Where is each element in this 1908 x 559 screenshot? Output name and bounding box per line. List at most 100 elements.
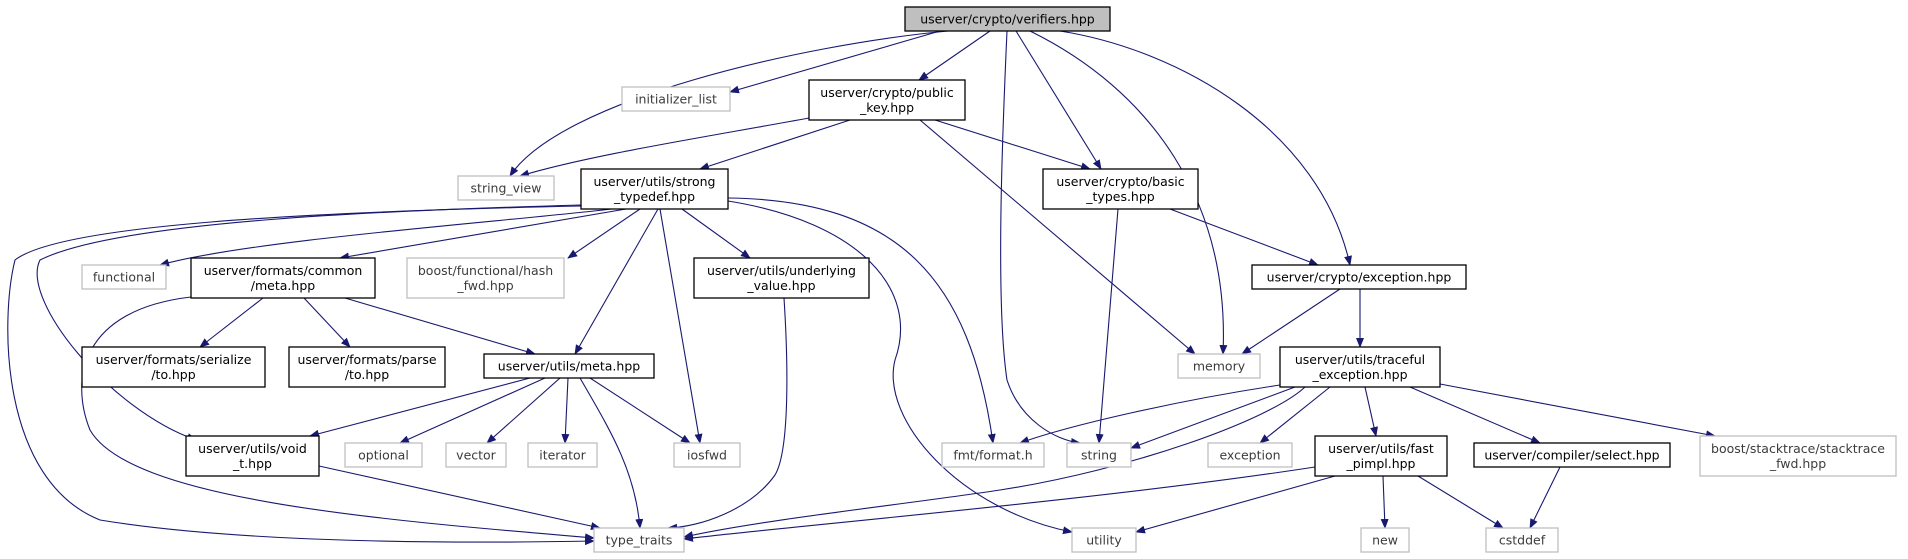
node-box	[406, 257, 565, 299]
node-vector: vector	[445, 442, 507, 468]
node-label: _value.hpp	[746, 278, 815, 293]
node-box	[904, 6, 1111, 32]
node-label: _typedef.hpp	[613, 189, 695, 204]
node-new: new	[1360, 527, 1410, 553]
node-label: iterator	[539, 448, 586, 463]
edge-fast_pimpl-to-type_traits	[683, 466, 1316, 542]
edge-strong_typedef-to-utility	[727, 200, 1073, 535]
edge-utils_meta-to-iosfwd	[589, 377, 691, 444]
node-box	[1071, 527, 1137, 553]
edge-compiler_select-to-cstddef	[1529, 466, 1561, 529]
edge-strong_typedef-to-type_traits	[7, 205, 595, 546]
node-label: userver/crypto/verifiers.hpp	[920, 12, 1095, 27]
node-label: /to.hpp	[151, 367, 195, 382]
node-compiler_select[interactable]: userver/compiler/select.hpp	[1473, 442, 1671, 468]
node-label: _exception.hpp	[1311, 367, 1407, 382]
node-label: userver/utils/traceful	[1295, 352, 1425, 367]
node-type_traits: type_traits	[593, 527, 685, 553]
node-box	[593, 527, 685, 553]
node-box	[1251, 264, 1467, 290]
edge-traceful_exception-to-compiler_select	[1409, 386, 1541, 444]
node-exception: exception	[1207, 442, 1293, 468]
edge-fast_pimpl-to-utility	[1135, 475, 1336, 534]
node-iosfwd: iosfwd	[673, 442, 741, 468]
node-box	[483, 353, 655, 379]
node-label: optional	[358, 448, 409, 463]
edge-utils_meta-to-vector	[486, 377, 561, 444]
node-basic_types[interactable]: userver/crypto/basic_types.hpp	[1042, 168, 1199, 210]
node-label: initializer_list	[635, 92, 717, 107]
node-label: boost/functional/hash	[418, 263, 553, 278]
edge-common_meta-to-type_traits	[81, 296, 595, 542]
edge-fast_pimpl-to-cstddef	[1417, 475, 1504, 529]
node-label: userver/formats/common	[204, 263, 363, 278]
edge-common_meta-to-parse_to	[303, 297, 351, 348]
edge-strong_typedef-to-iosfwd	[659, 208, 703, 444]
edge-verifiers-to-exception_hpp	[1059, 30, 1352, 266]
node-box	[621, 86, 731, 112]
node-box	[288, 346, 446, 388]
node-label: fmt/format.h	[953, 448, 1032, 463]
node-string_view: string_view	[457, 175, 555, 201]
edge-verifiers-to-memory	[1029, 30, 1228, 355]
node-box	[1279, 346, 1441, 388]
node-utils_meta[interactable]: userver/utils/meta.hpp	[483, 353, 655, 379]
node-label: _fwd.hpp	[456, 278, 513, 293]
node-label: userver/utils/underlying	[707, 263, 856, 278]
node-string: string	[1066, 442, 1132, 468]
edge-utils_meta-to-type_traits	[579, 377, 644, 529]
node-label: _key.hpp	[859, 100, 914, 115]
node-label: vector	[456, 448, 497, 463]
node-hash_fwd: boost/functional/hash_fwd.hpp	[406, 257, 565, 299]
edge-traceful_exception-to-stacktrace_fwd	[1439, 383, 1716, 439]
node-serialize_to[interactable]: userver/formats/serialize/to.hpp	[81, 346, 266, 388]
node-label: /meta.hpp	[251, 278, 315, 293]
node-parse_to[interactable]: userver/formats/parse/to.hpp	[288, 346, 446, 388]
node-label: iosfwd	[687, 448, 727, 463]
node-label: boost/stacktrace/stacktrace	[1711, 441, 1885, 456]
node-public_key[interactable]: userver/crypto/public_key.hpp	[808, 79, 966, 121]
node-verifiers[interactable]: userver/crypto/verifiers.hpp	[904, 6, 1111, 32]
node-cstddef: cstddef	[1485, 527, 1559, 553]
node-fast_pimpl[interactable]: userver/utils/fast_pimpl.hpp	[1314, 435, 1448, 477]
node-label: string	[1081, 448, 1117, 463]
edge-void_t-to-type_traits	[318, 465, 601, 530]
node-label: _types.hpp	[1085, 189, 1155, 204]
edge-utils_meta-to-iterator	[561, 377, 570, 444]
edge-strong_typedef-to-hash_fwd	[567, 208, 641, 259]
edge-traceful_exception-to-type_traits	[683, 386, 1306, 539]
node-void_t[interactable]: userver/utils/void_t.hpp	[185, 435, 320, 477]
node-label: userver/crypto/basic	[1056, 174, 1184, 189]
node-label: userver/utils/meta.hpp	[498, 359, 640, 374]
node-common_meta[interactable]: userver/formats/common/meta.hpp	[190, 257, 376, 299]
node-label: utility	[1086, 533, 1122, 548]
edge-traceful_exception-to-fast_pimpl	[1364, 386, 1378, 437]
node-traceful_exception[interactable]: userver/utils/traceful_exception.hpp	[1279, 346, 1441, 388]
edge-traceful_exception-to-string	[1130, 386, 1296, 449]
node-label: userver/compiler/select.hpp	[1484, 448, 1659, 463]
node-stacktrace_fwd: boost/stacktrace/stacktrace_fwd.hpp	[1699, 435, 1897, 477]
node-label: _fwd.hpp	[1769, 456, 1826, 471]
node-label: userver/utils/void	[198, 441, 307, 456]
node-memory: memory	[1177, 353, 1261, 379]
edge-verifiers-to-string	[1000, 30, 1081, 446]
node-box	[941, 442, 1045, 468]
node-underlying_value[interactable]: userver/utils/underlying_value.hpp	[693, 257, 870, 299]
node-label: functional	[93, 270, 155, 285]
node-label: userver/utils/strong	[594, 174, 716, 189]
node-iterator: iterator	[527, 442, 598, 468]
node-strong_typedef[interactable]: userver/utils/strong_typedef.hpp	[580, 168, 729, 210]
edge-layer	[7, 30, 1716, 546]
node-exception_hpp[interactable]: userver/crypto/exception.hpp	[1251, 264, 1467, 290]
edge-fast_pimpl-to-new	[1380, 475, 1389, 529]
edge-verifiers-to-string_view	[509, 30, 949, 177]
edge-exception_hpp-to-memory	[1241, 288, 1341, 355]
node-box	[1360, 527, 1410, 553]
node-box	[1207, 442, 1293, 468]
edge-strong_typedef-to-common_meta	[339, 208, 627, 261]
node-initializer_list: initializer_list	[621, 86, 731, 112]
edge-utils_meta-to-void_t	[309, 377, 531, 438]
node-box	[527, 442, 598, 468]
edge-strong_typedef-to-utils_meta	[574, 208, 659, 355]
